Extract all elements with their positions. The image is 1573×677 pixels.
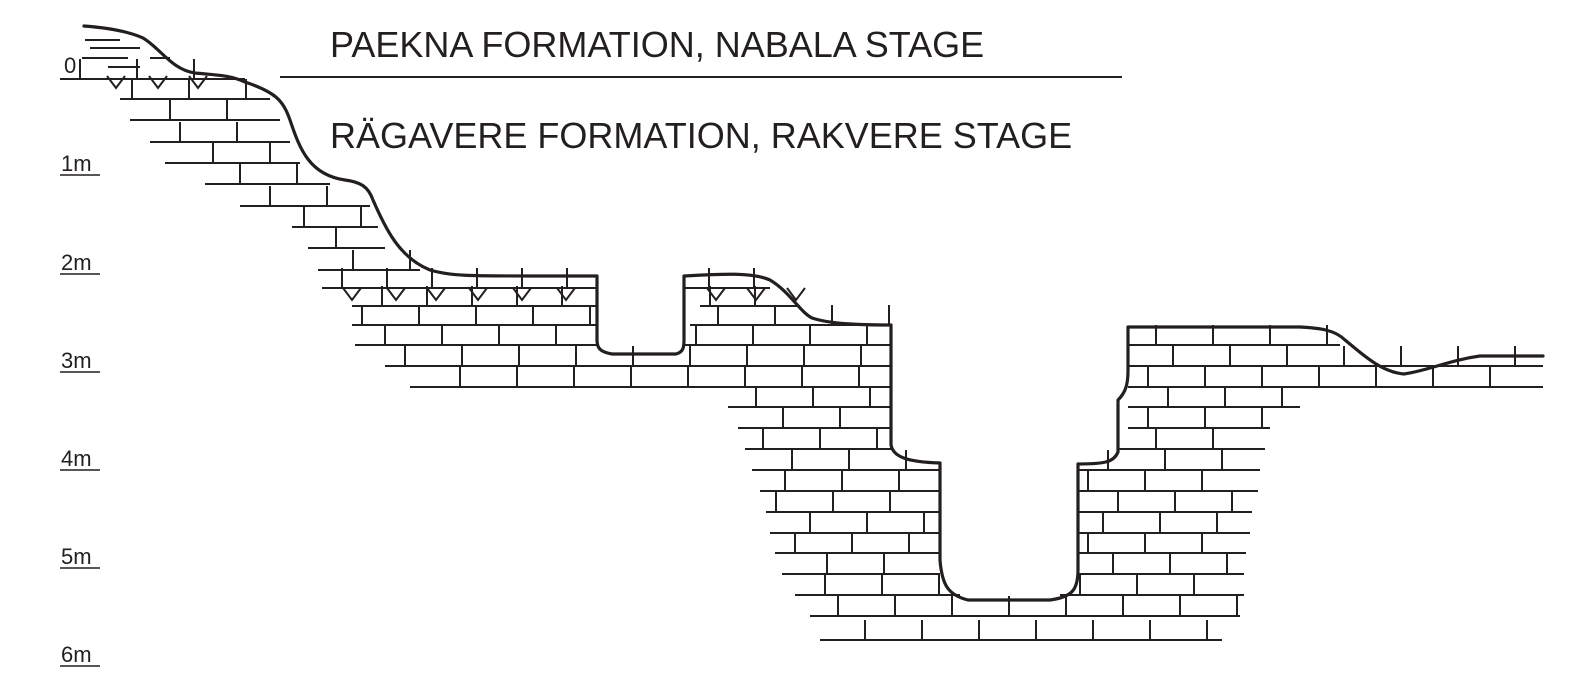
depth-label-6m: 6m	[61, 642, 92, 667]
depth-label-0: 0	[64, 53, 76, 78]
erosion-surface-line	[82, 24, 1545, 602]
upper-formation-label: PAEKNA FORMATION, NABALA STAGE	[330, 24, 984, 65]
depth-label-2m: 2m	[61, 250, 92, 275]
erosion-surface	[82, 24, 1545, 602]
depth-scale: 0 1m 2m 3m 4m 5m 6m	[60, 53, 100, 667]
depth-label-4m: 4m	[61, 446, 92, 471]
depth-label-3m: 3m	[61, 348, 92, 373]
nodule-markers	[106, 75, 806, 302]
limestone-brick-pattern	[60, 59, 1543, 641]
clay-symbols	[82, 39, 170, 68]
depth-label-1m: 1m	[61, 151, 92, 176]
lower-formation-label: RÄGAVERE FORMATION, RAKVERE STAGE	[330, 115, 1072, 156]
depth-label-5m: 5m	[61, 544, 92, 569]
